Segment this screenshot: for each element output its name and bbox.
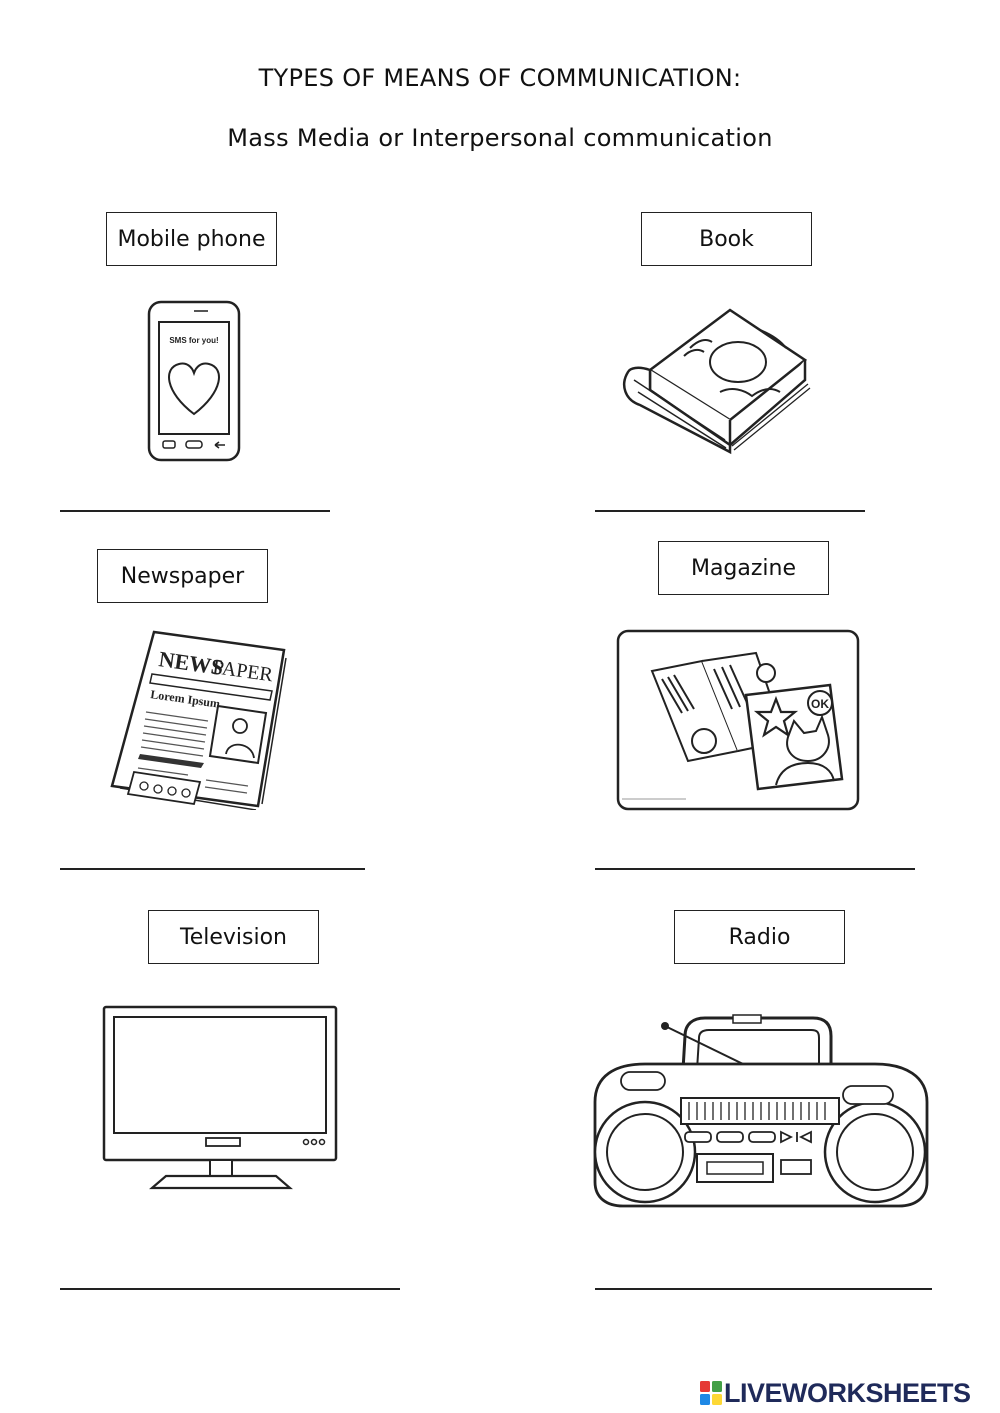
liveworksheets-logo-icon <box>700 1381 722 1405</box>
page-subtitle: Mass Media or Interpersonal communicatio… <box>227 124 773 152</box>
page-title: TYPES OF MEANS OF COMMUNICATION: <box>258 64 742 92</box>
answer-line-book[interactable] <box>595 510 865 512</box>
answer-line-mobile-phone[interactable] <box>60 510 330 512</box>
label-newspaper: Newspaper <box>97 549 268 603</box>
answer-line-magazine[interactable] <box>595 868 915 870</box>
radio-icon <box>585 1014 935 1210</box>
television-icon <box>100 1004 340 1192</box>
phone-screen-text: SMS for you! <box>169 336 218 345</box>
newspaper-icon: NEWS PAPER Lorem Ipsum <box>108 628 288 810</box>
liveworksheets-logo-text: LIVEWORKSHEETS <box>724 1377 971 1408</box>
answer-line-radio[interactable] <box>595 1288 932 1290</box>
label-radio: Radio <box>674 910 845 964</box>
book-icon <box>620 300 815 455</box>
mobile-phone-icon: SMS for you! <box>105 296 285 468</box>
liveworksheets-logo: LIVEWORKSHEETS <box>700 1375 995 1411</box>
magazine-badge: OK <box>811 697 829 711</box>
magazine-icon: OK <box>616 629 860 811</box>
label-television: Television <box>148 910 319 964</box>
answer-line-newspaper[interactable] <box>60 868 365 870</box>
label-magazine: Magazine <box>658 541 829 595</box>
answer-line-television[interactable] <box>60 1288 400 1290</box>
label-mobile-phone: Mobile phone <box>106 212 277 266</box>
label-book: Book <box>641 212 812 266</box>
